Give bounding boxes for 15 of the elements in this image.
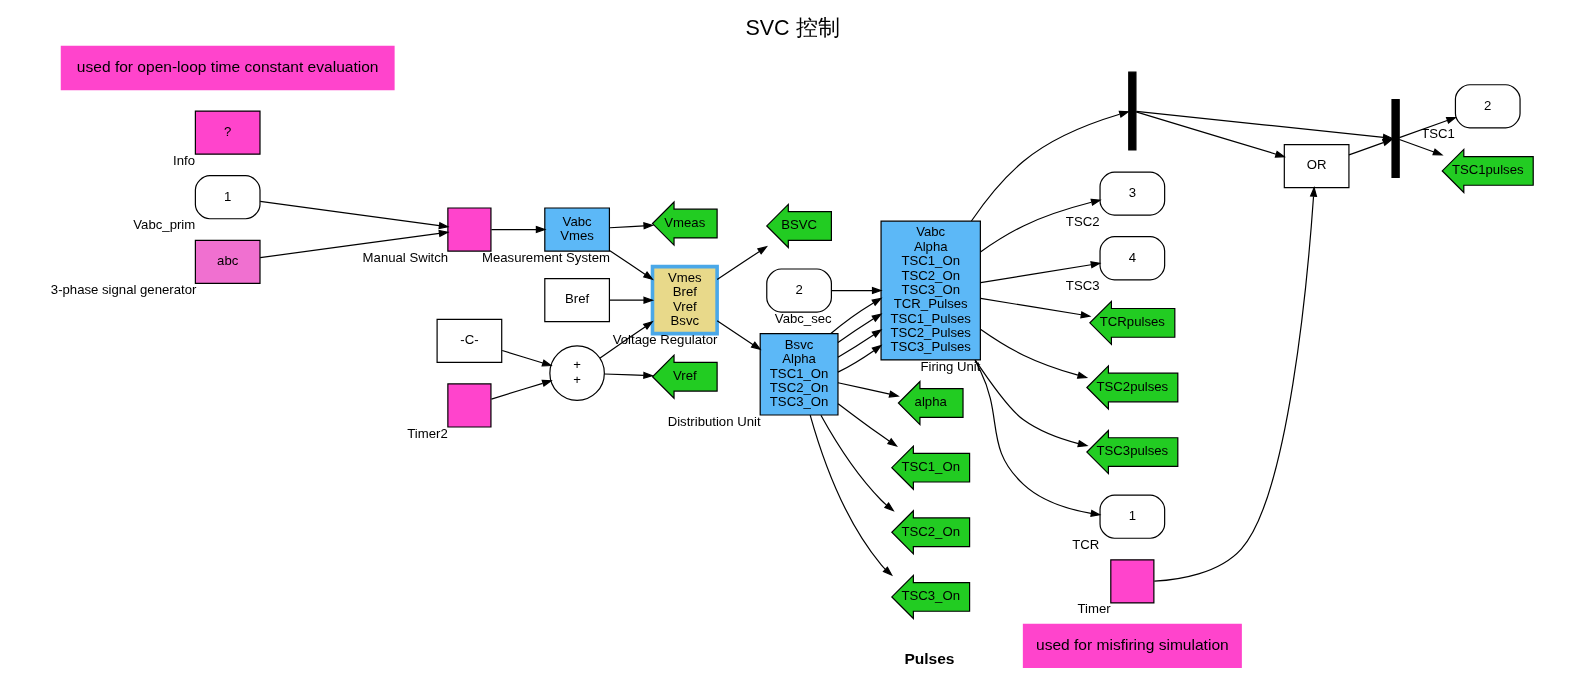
node-label: Info bbox=[172, 152, 195, 168]
label: Pulses bbox=[903, 650, 955, 668]
node-label: Measurement System bbox=[481, 249, 610, 265]
node-label: Distribution Unit bbox=[667, 413, 761, 429]
diagram-title: SVC 控制 bbox=[744, 15, 840, 40]
node-label: Timer2 bbox=[406, 425, 448, 441]
node-label: TCR bbox=[1071, 536, 1099, 552]
node-label: TSC2 bbox=[1065, 213, 1099, 229]
node-label: Vabc_sec bbox=[774, 310, 832, 326]
node-label: Vabc_prim bbox=[132, 217, 195, 233]
node-label: Manual Switch bbox=[362, 249, 448, 265]
node-label: Timer bbox=[1076, 601, 1111, 617]
node-label: TSC3 bbox=[1065, 278, 1099, 294]
node-label: 3-phase signal generator bbox=[50, 281, 196, 297]
node-label: TSC1 bbox=[1420, 126, 1455, 142]
